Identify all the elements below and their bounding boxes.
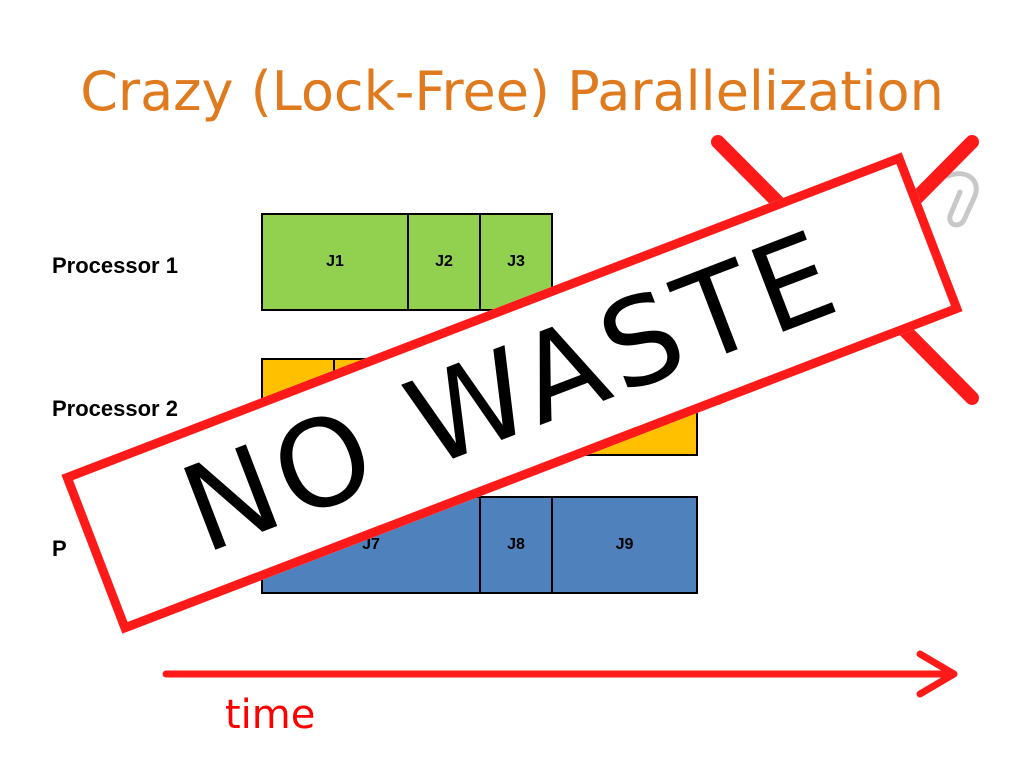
job-j8: J8 <box>479 496 553 594</box>
arrow-right-icon <box>162 650 958 698</box>
job-j9: J9 <box>551 496 698 594</box>
slide-title: Crazy (Lock-Free) Parallelization <box>80 60 944 123</box>
processor-3-label: P <box>52 536 67 561</box>
job-j1: J1 <box>261 213 409 311</box>
paperclip-icon <box>945 171 979 228</box>
processor-2-label: Processor 2 <box>52 396 178 421</box>
processor-1-label: Processor 1 <box>52 253 178 278</box>
time-label: time <box>225 692 316 738</box>
